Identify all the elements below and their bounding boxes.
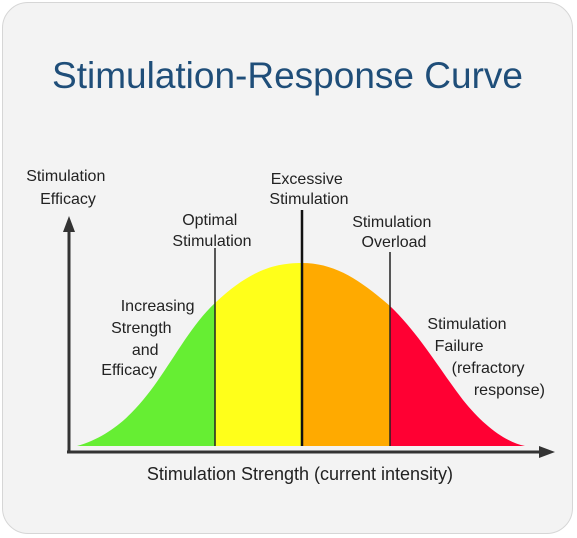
x-axis-arrow-icon xyxy=(539,446,555,458)
annotation-line: Stimulation xyxy=(269,191,348,208)
annotation-line: Excessive xyxy=(271,171,343,188)
y-axis-arrow-icon xyxy=(63,216,75,232)
annotation-line: (refractory xyxy=(452,360,525,377)
annotation-line: Stimulation xyxy=(352,214,431,231)
annotation-failure: Stimulation Failure (refractory response… xyxy=(427,316,545,399)
annotation-line: response) xyxy=(474,382,545,399)
zone-optimal xyxy=(215,263,302,446)
y-axis-label: Stimulation Efficacy xyxy=(26,168,110,208)
annotation-overload: Stimulation Overload xyxy=(352,214,436,251)
annotation-line: Optimal xyxy=(182,212,237,229)
y-axis-label-line: Stimulation xyxy=(26,168,105,185)
annotation-line: Stimulation xyxy=(172,233,251,250)
annotation-increasing: Increasing Strength and Efficacy xyxy=(101,298,199,379)
y-axis-label-line: Efficacy xyxy=(40,191,96,208)
annotation-line: Failure xyxy=(435,338,484,355)
annotation-line: Efficacy xyxy=(101,362,157,379)
annotation-line: Strength xyxy=(111,320,171,337)
annotation-excessive: Excessive Stimulation xyxy=(269,171,348,208)
annotation-line: and xyxy=(132,342,159,359)
x-axis-label: Stimulation Strength (current intensity) xyxy=(147,464,453,484)
annotation-line: Overload xyxy=(362,234,427,251)
axes xyxy=(63,216,555,458)
annotation-optimal: Optimal Stimulation xyxy=(172,212,251,250)
annotation-line: Stimulation xyxy=(427,316,506,333)
annotation-line: Increasing xyxy=(121,298,195,315)
zone-excessive xyxy=(302,263,390,446)
page-title: Stimulation-Response Curve xyxy=(52,55,523,96)
